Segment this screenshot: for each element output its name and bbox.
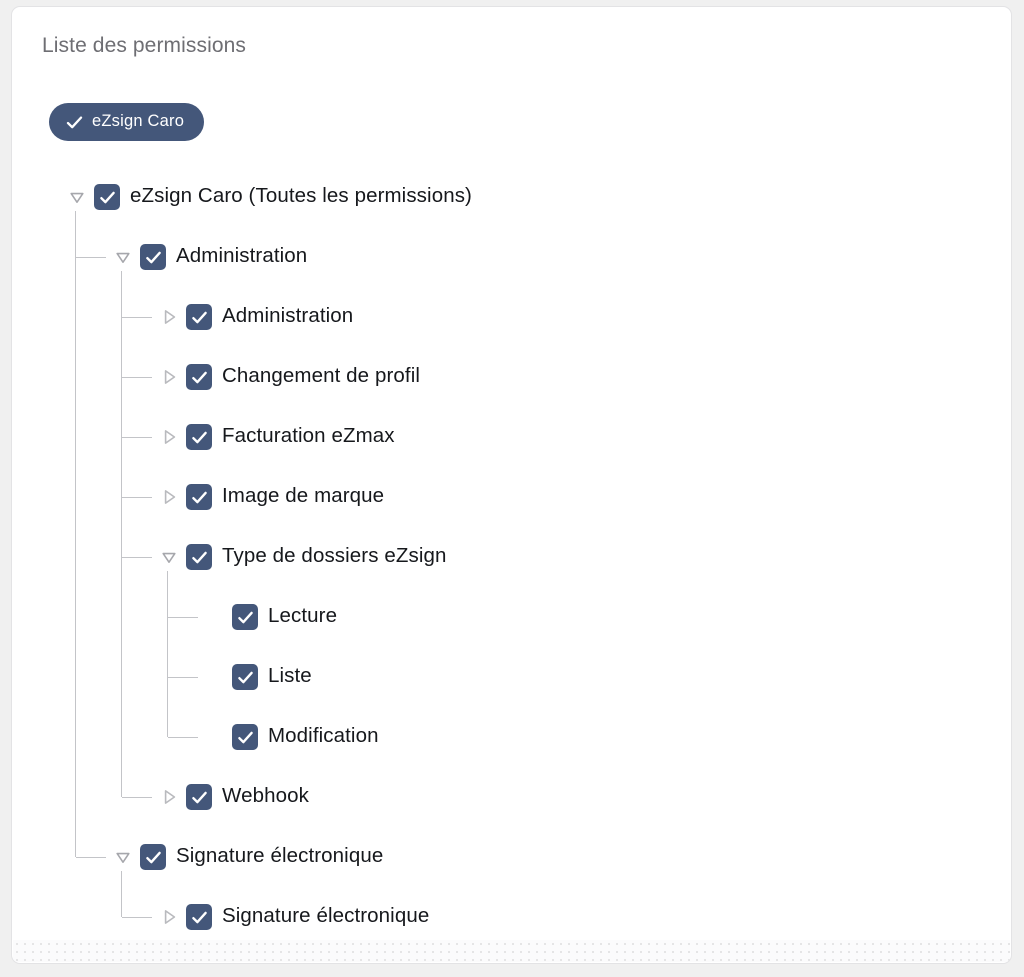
permission-checkbox[interactable] — [186, 424, 212, 450]
permission-checkbox[interactable] — [232, 664, 258, 690]
tree-node[interactable]: Liste — [204, 647, 312, 707]
page-title: Liste des permissions — [42, 34, 247, 57]
permission-label: Type de dossiers eZsign — [222, 543, 447, 567]
chevron-right-icon[interactable] — [158, 306, 180, 328]
permission-checkbox[interactable] — [232, 724, 258, 750]
tree-node[interactable]: Lecture — [204, 587, 337, 647]
permission-checkbox[interactable] — [186, 304, 212, 330]
permission-checkbox[interactable] — [186, 484, 212, 510]
permission-label: Administration — [222, 303, 354, 327]
tree-guide-line — [121, 271, 122, 797]
permission-label: Lecture — [268, 603, 338, 627]
tree-connector-line — [76, 257, 106, 258]
tree-connector-line — [168, 677, 198, 678]
permission-label: Webhook — [222, 783, 309, 807]
permission-label: Changement de profil — [222, 363, 421, 387]
tree-connector-line — [168, 617, 198, 618]
tree-node[interactable]: Type de dossiers eZsign — [158, 527, 447, 587]
tree-indent-spacer — [204, 666, 226, 688]
chevron-right-icon[interactable] — [158, 366, 180, 388]
permission-checkbox[interactable] — [140, 244, 166, 270]
permission-label: Image de marque — [222, 483, 385, 507]
tree-connector-line — [122, 797, 152, 798]
tree-connector-line — [76, 857, 106, 858]
check-icon — [66, 114, 83, 131]
tree-node[interactable]: Signature électronique — [158, 887, 429, 947]
chevron-right-icon[interactable] — [158, 426, 180, 448]
tree-node[interactable]: Modification — [204, 707, 379, 767]
permission-checkbox[interactable] — [140, 844, 166, 870]
chevron-down-icon[interactable] — [158, 546, 180, 568]
tree-node[interactable]: Signature électronique — [112, 827, 383, 887]
selected-profile-row: eZsign Caro — [49, 103, 205, 141]
tree-connector-line — [122, 317, 152, 318]
selected-profile-chip[interactable]: eZsign Caro — [49, 103, 205, 141]
permission-checkbox[interactable] — [186, 544, 212, 570]
tree-node[interactable]: Webhook — [158, 767, 309, 827]
tree-connector-line — [122, 377, 152, 378]
tree-node[interactable]: Administration — [112, 227, 307, 287]
permission-label: Facturation eZmax — [222, 423, 395, 447]
horizontal-scroll-rail[interactable] — [13, 940, 1010, 962]
tree-node[interactable]: eZsign Caro (Toutes les permissions) — [66, 167, 472, 227]
tree-connector-line — [168, 737, 198, 738]
tree-indent-spacer — [204, 726, 226, 748]
permission-checkbox[interactable] — [232, 604, 258, 630]
permission-checkbox[interactable] — [94, 184, 120, 210]
permission-checkbox[interactable] — [186, 784, 212, 810]
permission-label: Administration — [176, 243, 308, 267]
tree-guide-line — [167, 571, 168, 737]
permission-label: Signature électronique — [176, 843, 384, 867]
tree-guide-line — [121, 871, 122, 917]
tree-node[interactable]: Image de marque — [158, 467, 384, 527]
chevron-down-icon[interactable] — [112, 246, 134, 268]
tree-node[interactable]: Administration — [158, 287, 353, 347]
page-bottom-strip — [0, 964, 1024, 977]
permission-checkbox[interactable] — [186, 364, 212, 390]
tree-node[interactable]: Changement de profil — [158, 347, 420, 407]
chevron-right-icon[interactable] — [158, 486, 180, 508]
chevron-right-icon[interactable] — [158, 906, 180, 928]
permissions-card: Liste des permissions eZsign Caro eZsign… — [11, 6, 1012, 964]
chevron-down-icon[interactable] — [112, 846, 134, 868]
tree-node[interactable]: Facturation eZmax — [158, 407, 395, 467]
tree-connector-line — [122, 557, 152, 558]
tree-connector-line — [122, 497, 152, 498]
permission-label: Modification — [268, 723, 379, 747]
tree-indent-spacer — [204, 606, 226, 628]
permission-label: eZsign Caro (Toutes les permissions) — [130, 183, 472, 207]
permission-label: Liste — [268, 663, 312, 687]
tree-connector-line — [122, 917, 152, 918]
tree-guide-line — [75, 211, 76, 857]
permission-label: Signature électronique — [222, 903, 430, 927]
chevron-down-icon[interactable] — [66, 186, 88, 208]
selected-profile-label: eZsign Caro — [92, 112, 185, 131]
tree-connector-line — [122, 437, 152, 438]
permission-checkbox[interactable] — [186, 904, 212, 930]
chevron-right-icon[interactable] — [158, 786, 180, 808]
